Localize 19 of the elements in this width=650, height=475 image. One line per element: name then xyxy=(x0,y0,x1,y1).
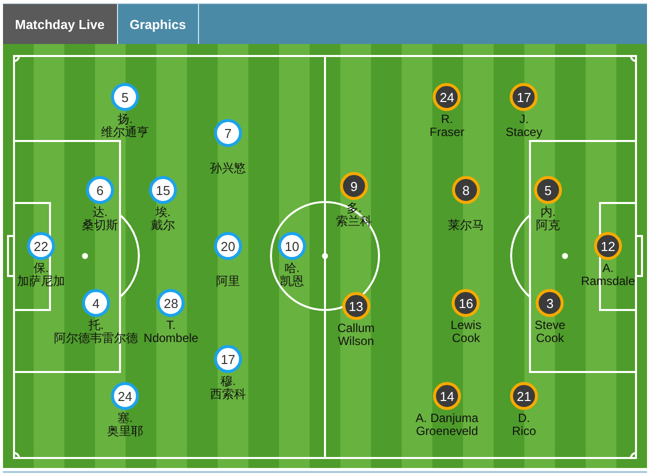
player-name: T. Ndombele xyxy=(144,319,198,345)
player-name: 达. 桑切斯 xyxy=(82,206,118,232)
player-name: Callum Wilson xyxy=(337,322,375,348)
player-name: Lewis Cook xyxy=(450,319,482,345)
player-name: R. Fraser xyxy=(430,113,464,139)
player-name: 塞. 奥里耶 xyxy=(107,412,143,438)
player-name: 埃. 戴尔 xyxy=(151,206,175,232)
player-name: 穆. 西索科 xyxy=(210,375,246,401)
player-name: 阿里 xyxy=(216,275,240,288)
player-name: 哈. 凯恩 xyxy=(280,262,304,288)
player-name: 孙兴慜 xyxy=(210,162,246,175)
player-name: 扬. 维尔通亨 xyxy=(101,113,149,139)
player-name: D. Rico xyxy=(512,412,536,438)
player-name: Steve Cook xyxy=(534,319,566,345)
player-name: 内. 阿克 xyxy=(536,206,560,232)
tab: Matchday Live xyxy=(3,4,118,44)
player-name: J. Stacey xyxy=(506,113,542,139)
player-name: 莱尔马 xyxy=(448,219,484,232)
player-name: A. Danjuma Groeneveld xyxy=(414,412,480,438)
